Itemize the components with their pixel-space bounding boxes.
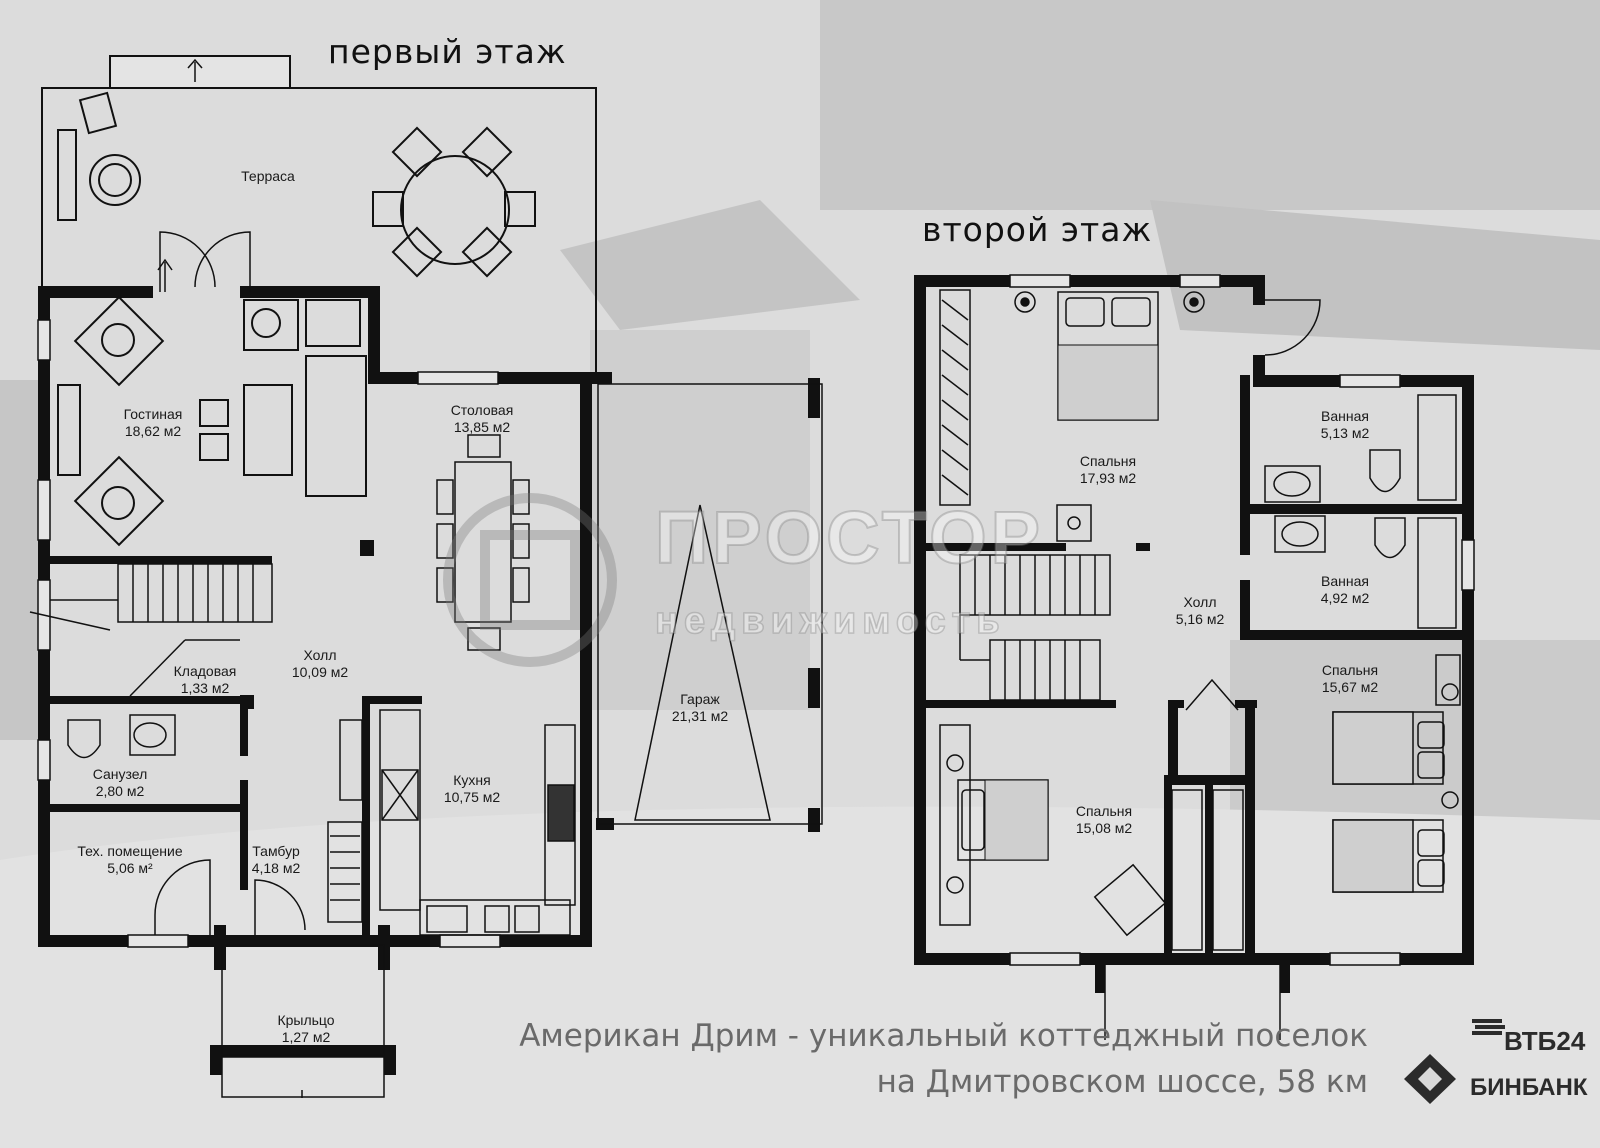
caption-line-1: Американ Дрим - уникальный коттеджный по…	[519, 1018, 1368, 1054]
second-floor-title: второй этаж	[922, 210, 1153, 249]
room-label-terrace: Терраса	[241, 168, 295, 184]
first-floor-title: первый этаж	[328, 32, 567, 71]
bank-logo-icon	[1404, 1054, 1456, 1104]
bank-name-vtb24: ВТБ24	[1504, 1026, 1586, 1056]
vtb-stripes-icon	[1472, 1019, 1505, 1035]
first-floor-plan	[29, 55, 823, 1098]
watermark-logo	[443, 493, 617, 667]
caption-line-2: на Дмитровском шоссе, 58 км	[876, 1064, 1368, 1100]
watermark-title: ПРОСТОР	[654, 495, 1045, 580]
watermark-subtitle: недвижимость	[654, 599, 1006, 643]
bank-name-binbank: БИНБАНК	[1470, 1074, 1588, 1101]
second-floor-plan	[914, 274, 1475, 1040]
